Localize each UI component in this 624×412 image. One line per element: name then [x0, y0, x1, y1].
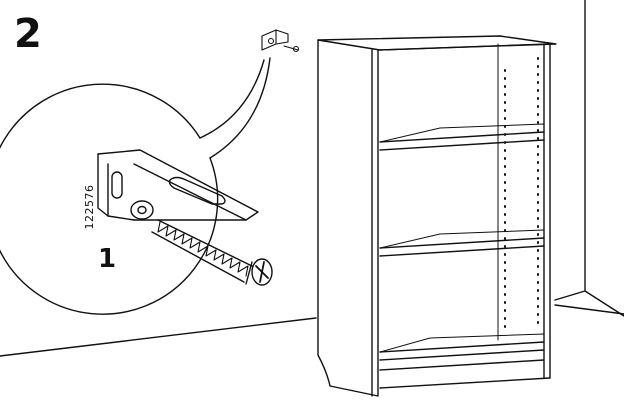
detail-circle — [0, 83, 219, 315]
room-outline — [0, 0, 624, 357]
bookcase — [317, 35, 557, 397]
bookcase-left-side — [317, 39, 379, 397]
shelf-2 — [379, 229, 545, 257]
detail-screw — [151, 219, 273, 286]
detail-bracket — [97, 149, 259, 221]
shelf-3 — [379, 333, 545, 361]
bookcase-right-side — [379, 43, 551, 379]
detail-washer — [130, 200, 154, 220]
shelf-1 — [379, 123, 545, 151]
detail-callout-pointer — [199, 57, 271, 159]
bookcase-top — [317, 35, 557, 51]
wall-bracket-small — [261, 29, 300, 53]
part-code-label: 122576 — [83, 184, 96, 230]
shelf-pin-holes — [504, 57, 539, 331]
bookcase-base — [379, 377, 551, 389]
step-number: 2 — [14, 11, 42, 57]
quantity-label: 1 — [98, 244, 117, 274]
